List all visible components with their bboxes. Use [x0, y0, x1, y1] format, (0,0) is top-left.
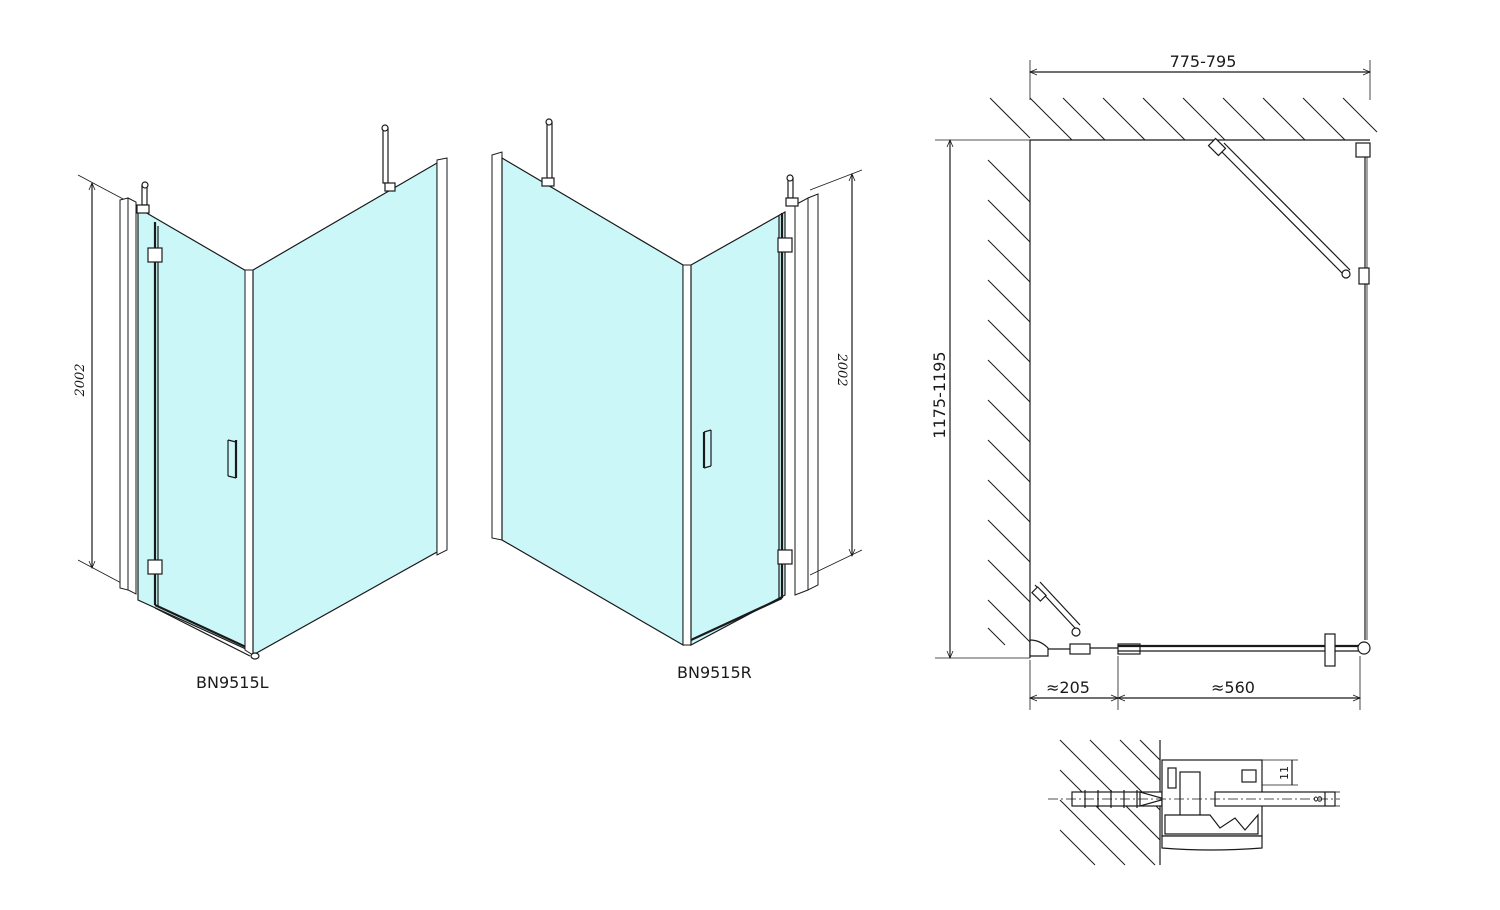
left-support-bar-rear: [381, 124, 396, 192]
left-support-bar-front: [136, 181, 150, 214]
right-height-dimension: 2002: [809, 169, 863, 576]
right-height-label: 2002: [834, 352, 849, 386]
detail-dim-b: 8: [1312, 796, 1325, 803]
profile-detail: 11 8: [1048, 739, 1340, 866]
right-corner-profile: [682, 264, 692, 646]
left-corner-profile: [244, 269, 254, 656]
plan-width-dimension: 775-795: [1028, 52, 1372, 100]
top-hinge: [147, 247, 163, 263]
right-top-hinge: [777, 237, 793, 253]
left-height-label: 2002: [73, 363, 88, 397]
plan-view: 775-795: [930, 52, 1378, 710]
right-view-right-profile: [794, 197, 809, 596]
left-isometric-view: 2002: [73, 124, 448, 692]
plan-support-bar-top: [1207, 137, 1351, 279]
detail-dimensions: 11 8: [1262, 759, 1340, 807]
detail-dim-a: 11: [1278, 766, 1291, 780]
left-height-dimension: 2002: [73, 174, 126, 586]
right-bottom-hinge: [777, 549, 793, 565]
right-view-wall-profile: [491, 151, 503, 541]
left-fixed-glass: [252, 161, 438, 657]
door-part-label: ≈560: [1211, 678, 1255, 697]
right-door-handle: [702, 429, 712, 469]
right-isometric-view: 2002 BN9515R: [491, 118, 863, 682]
plan-bottom-dimensions: ≈205 ≈560: [1028, 656, 1362, 710]
left-model-label: BN9515L: [196, 673, 269, 692]
right-door-glass: [690, 210, 786, 646]
right-support-bar-rear: [541, 118, 555, 187]
fixed-part-label: ≈205: [1046, 678, 1090, 697]
right-model-label: BN9515R: [677, 663, 752, 682]
plan-depth-label: 1175-1195: [930, 351, 949, 438]
door-handle: [227, 439, 238, 479]
right-support-bar-front: [785, 174, 799, 207]
top-wall-hatch: [1029, 97, 1378, 141]
left-wall-hatch: [987, 97, 1031, 658]
plan-depth-dimension: 1175-1195: [930, 138, 1030, 660]
left-wall-profile: [119, 197, 129, 591]
plan-front-panels: [1029, 633, 1371, 667]
plan-support-bar-bottom: [1031, 581, 1081, 637]
right-fixed-glass: [501, 156, 684, 647]
bottom-hinge: [147, 559, 163, 575]
plan-width-label: 775-795: [1170, 52, 1237, 71]
right-wall-profile: [436, 157, 448, 556]
